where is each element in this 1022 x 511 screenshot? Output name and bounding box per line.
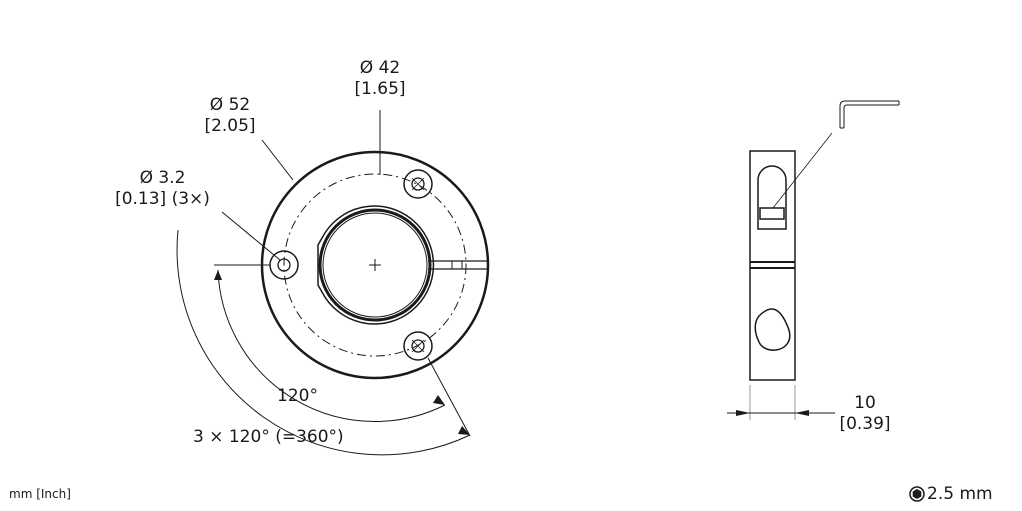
dim-mm: Ø 42 <box>359 58 401 78</box>
dim-inch: [0.39] <box>839 414 891 434</box>
dim-mm: 10 <box>854 393 876 413</box>
mounting-hole <box>403 331 433 361</box>
angle-360-label: 3 × 120° (=360°) <box>193 427 344 447</box>
units-label: mm [Inch] <box>9 487 71 501</box>
dim-mm: Ø 52 <box>209 95 251 115</box>
width-label: 10[0.39] <box>835 393 895 435</box>
side-view <box>727 100 900 420</box>
angle-120-label: 120° <box>277 386 318 406</box>
dim-mm: Ø 3.2 <box>139 168 186 188</box>
dim-inch: [2.05] <box>204 116 256 136</box>
mounting-hole <box>403 169 433 199</box>
front-view <box>176 110 490 456</box>
diameter-42-label: Ø 42[1.65] <box>345 58 415 100</box>
hex-key-icon <box>909 486 925 502</box>
diameter-52-label: Ø 52[2.05] <box>195 95 265 137</box>
dim-inch: [1.65] <box>354 79 406 99</box>
hex-key-size-label: 2.5 mm <box>927 484 993 504</box>
diameter-3-2-label: Ø 3.2[0.13] (3×) <box>100 168 225 210</box>
dim-inch: [0.13] (3×) <box>115 189 210 209</box>
